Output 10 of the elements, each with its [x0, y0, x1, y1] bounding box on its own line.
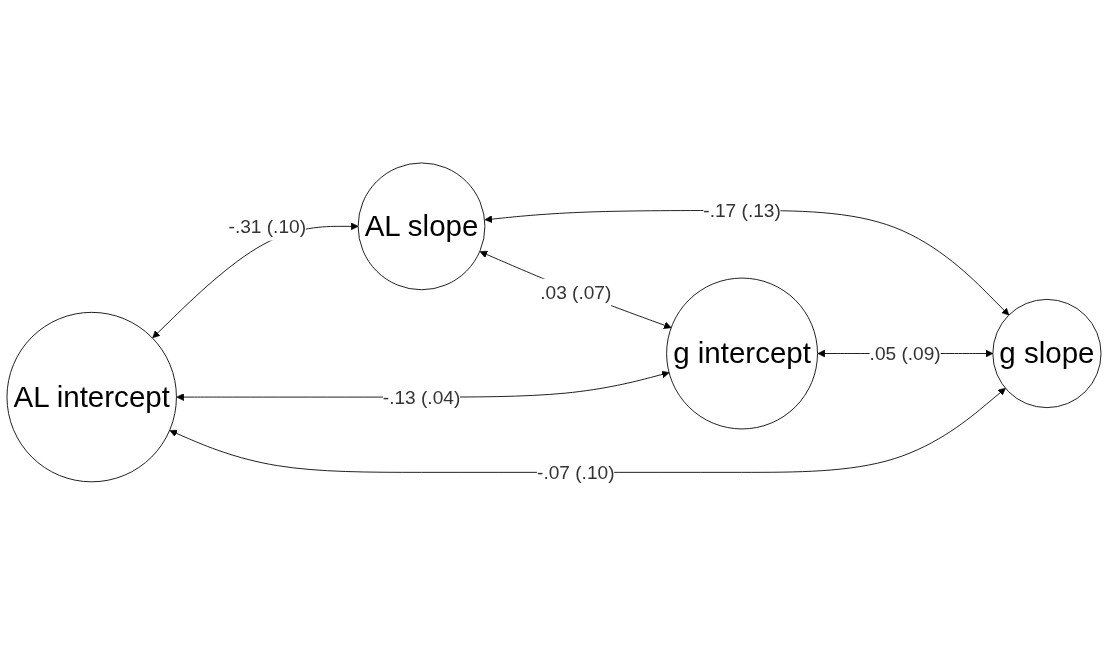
- node-circle: g slope: [992, 299, 1102, 409]
- edge-label: .03 (.07): [540, 282, 612, 304]
- edge-label: .05 (.09): [869, 342, 941, 365]
- edge-label: -.31 (.10): [228, 215, 307, 238]
- node-circle: AL intercept: [6, 312, 177, 483]
- node-circle: g intercept: [666, 277, 818, 430]
- edge-label: -.07 (.10): [537, 461, 615, 484]
- edge-label: -.13 (.04): [382, 386, 461, 409]
- edge-label: -.17 (.13): [703, 199, 781, 222]
- node-circle: AL slope: [357, 162, 486, 291]
